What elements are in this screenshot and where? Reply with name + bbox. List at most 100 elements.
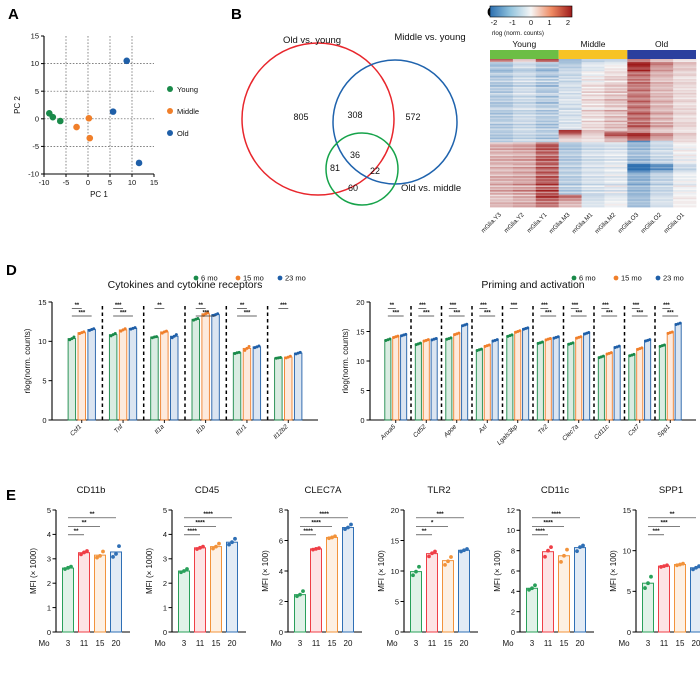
significance-marker: *** — [661, 520, 669, 527]
gene-label: Il1r1 — [235, 423, 249, 437]
y-tick-label: 10 — [31, 59, 39, 68]
heatmap-cell — [650, 139, 674, 142]
heatmap-cell — [627, 89, 651, 92]
heatmap-cell — [512, 63, 537, 66]
significance-marker: *** — [120, 311, 127, 317]
data-point — [333, 534, 337, 539]
y-tick-label: 15 — [38, 298, 46, 307]
heatmap-cell — [627, 163, 651, 166]
x-tick-label: 0 — [86, 178, 90, 187]
data-point — [101, 549, 105, 554]
heatmap-cell — [581, 112, 605, 115]
heatmap-cell — [535, 176, 560, 179]
heatmap-cell — [581, 140, 605, 143]
significance-marker: *** — [511, 303, 518, 309]
heatmap-cell — [673, 60, 697, 63]
heatmap-cell — [558, 166, 582, 169]
y-tick-label: 2 — [47, 579, 51, 588]
heatmap-cell — [490, 123, 514, 126]
heatmap-cell — [627, 143, 651, 146]
heatmap-cell — [581, 173, 605, 176]
heatmap-cell — [627, 88, 651, 91]
bar — [642, 582, 654, 633]
data-point — [587, 331, 591, 335]
heatmap-cell — [604, 148, 628, 151]
heatmap-cell — [650, 193, 674, 196]
heatmap-cell — [512, 145, 537, 148]
bar — [544, 338, 552, 421]
heatmap-cell — [512, 99, 537, 102]
heatmap-cell — [604, 140, 628, 143]
heatmap-cell — [650, 128, 674, 131]
heatmap-cell — [673, 139, 697, 142]
heatmap-cell — [650, 96, 674, 98]
heatmap-cell — [604, 197, 628, 200]
heatmap-cell — [535, 89, 560, 92]
heatmap-cell — [581, 77, 605, 80]
heatmap-cell — [535, 60, 560, 63]
heatmap-cell — [604, 176, 628, 179]
heatmap-cell — [535, 183, 560, 186]
heatmap-cell — [490, 102, 514, 105]
heatmap-cell — [535, 120, 560, 123]
heatmap-cell — [604, 153, 628, 155]
heatmap-cell — [512, 183, 537, 186]
heatmap-cell — [650, 82, 674, 85]
heatmap-cell — [673, 149, 697, 152]
heatmap-cell — [512, 182, 537, 185]
venn-circle-old-vs-young — [241, 42, 395, 196]
bar — [674, 563, 686, 633]
data-point — [443, 563, 447, 567]
bar — [118, 329, 128, 421]
heatmap-cell — [604, 122, 628, 125]
heatmap-cell — [558, 74, 582, 77]
heatmap-cell — [512, 72, 537, 75]
y-tick-label: 10 — [623, 546, 631, 555]
heatmap-cell — [490, 143, 514, 146]
heatmap-cell — [581, 156, 605, 159]
heatmap-cell — [627, 120, 651, 123]
heatmap-cell — [627, 131, 651, 134]
heatmap-cell — [490, 190, 514, 192]
heatmap-cell — [535, 109, 560, 112]
bar — [78, 552, 90, 633]
data-point — [565, 547, 569, 552]
heatmap-cell — [490, 120, 514, 123]
heatmap-cell — [627, 174, 651, 177]
heatmap-cell — [558, 134, 582, 137]
heatmap-cell — [581, 116, 605, 118]
heatmap-cell — [673, 99, 697, 102]
bar — [77, 332, 86, 421]
colorbar-tick-label: 1 — [547, 18, 551, 27]
heatmap-cell — [581, 186, 605, 189]
heatmap-cell — [512, 165, 537, 168]
heatmap-cell — [490, 105, 514, 108]
heatmap-cell — [558, 200, 582, 203]
data-point — [311, 547, 315, 552]
data-point — [681, 561, 685, 566]
heatmap-cell — [535, 199, 560, 202]
y-tick-label: 10 — [38, 337, 46, 346]
significance-marker: **** — [319, 511, 329, 518]
heatmap-cell — [512, 190, 537, 192]
heatmap-cell — [512, 77, 537, 80]
heatmap-cell — [490, 156, 514, 159]
heatmap-cell — [604, 94, 628, 97]
heatmap-cell — [650, 176, 674, 179]
data-point — [457, 331, 461, 335]
heatmap-cell — [558, 69, 582, 72]
significance-marker: ** — [199, 303, 204, 309]
data-point — [182, 569, 186, 573]
data-point — [298, 350, 302, 354]
heatmap-cell — [673, 105, 697, 108]
bar — [690, 567, 700, 633]
heatmap-cell — [627, 102, 651, 105]
heatmap-cell — [512, 111, 537, 114]
heatmap-cell — [604, 202, 628, 205]
heatmap-cell — [581, 202, 605, 205]
heatmap-cell — [512, 123, 537, 126]
heatmap-cell — [535, 94, 560, 97]
heatmap-cell — [581, 142, 605, 145]
y-tick-label: 10 — [391, 567, 399, 576]
venn-label-middle-vs-young: Middle vs. young — [394, 32, 465, 43]
